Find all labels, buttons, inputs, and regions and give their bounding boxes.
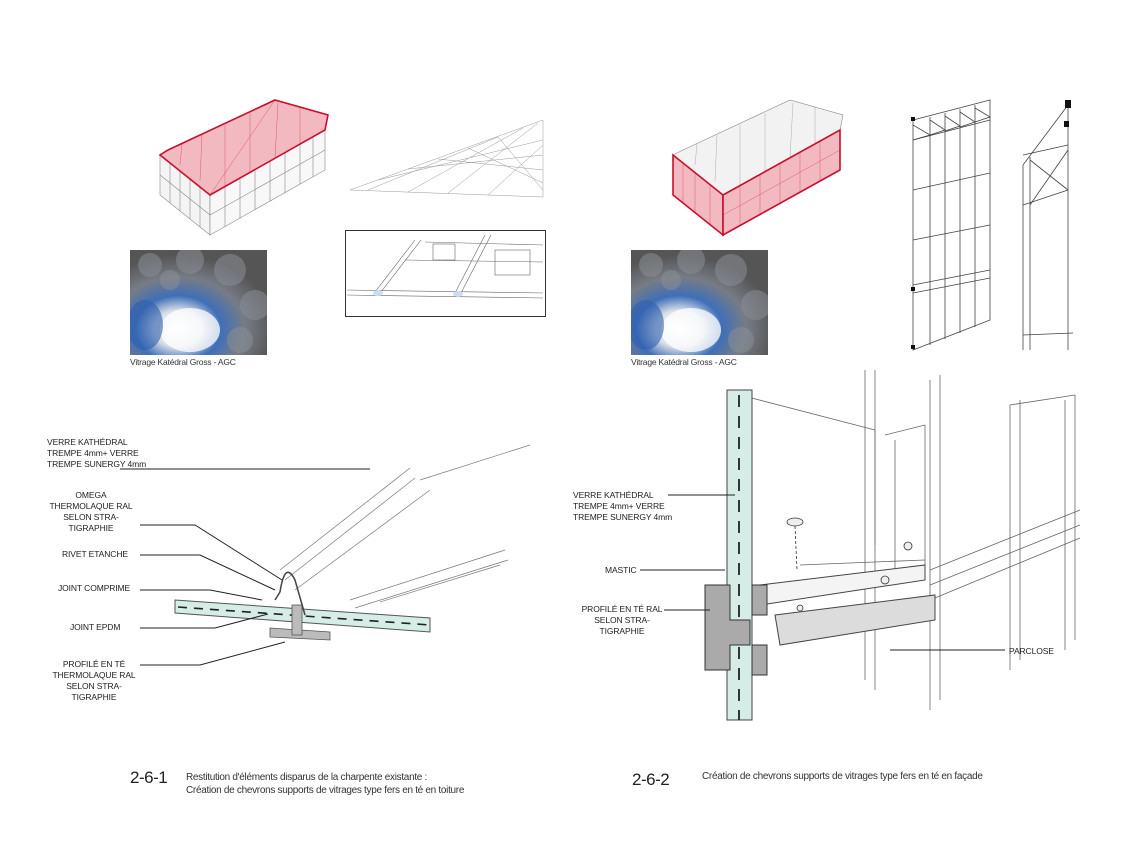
cathedral-glass-photo	[130, 250, 267, 355]
photo-caption: Vitrage Katédral Gross - AGC	[631, 357, 737, 367]
label-profile-te: PROFILÉ EN TÉ THERMOLAQUE RAL SELON STRA…	[52, 659, 136, 702]
roof-structure-wireframe	[349, 119, 544, 198]
figure-title: Création de chevrons supports de vitrage…	[702, 771, 983, 782]
cathedral-glass-photo	[631, 250, 768, 355]
label-verre-kathedral: VERRE KATHÉDRAL TREMPE 4mm+ VERRE TREMPE…	[47, 437, 147, 469]
truss-side-elevation-drawing	[1022, 100, 1074, 350]
label-mastic: MASTIC	[605, 565, 637, 575]
figure-number: 2-6-1	[130, 768, 168, 787]
label-joint-comprime: JOINT COMPRIME	[58, 583, 131, 593]
label-omega: OMEGA THERMOLAQUE RAL SELON STRA-TIGRAPH…	[49, 490, 133, 533]
label-verre-kathedral: VERRE KATHÉDRAL TREMPE 4mm+ VERRE TREMPE…	[573, 490, 673, 522]
label-parclose: PARCLOSE	[1009, 646, 1054, 656]
greenhouse-facade-highlight-drawing	[672, 99, 844, 237]
photo-caption: Vitrage Katédral Gross - AGC	[130, 357, 236, 367]
roof-glazing-section-detail	[174, 444, 531, 641]
roof-detail-sketch	[345, 230, 546, 317]
label-joint-epdm: JOINT EPDM	[70, 622, 121, 632]
figure-title-line2: Création de chevrons supports de vitrage…	[186, 785, 465, 796]
label-profile-te: PROFILÉ EN TÉ RAL SELON STRA-TIGRAPHIE	[581, 604, 663, 636]
figure-title-line1: Restitution d'éléments disparus de la ch…	[186, 772, 428, 783]
label-rivet: RIVET ETANCHE	[62, 549, 128, 559]
facade-glazing-section-detail	[704, 370, 1081, 721]
facade-elevation-drawing	[911, 99, 991, 351]
greenhouse-roof-highlight-drawing	[158, 99, 329, 236]
figure-number: 2-6-2	[632, 770, 670, 789]
